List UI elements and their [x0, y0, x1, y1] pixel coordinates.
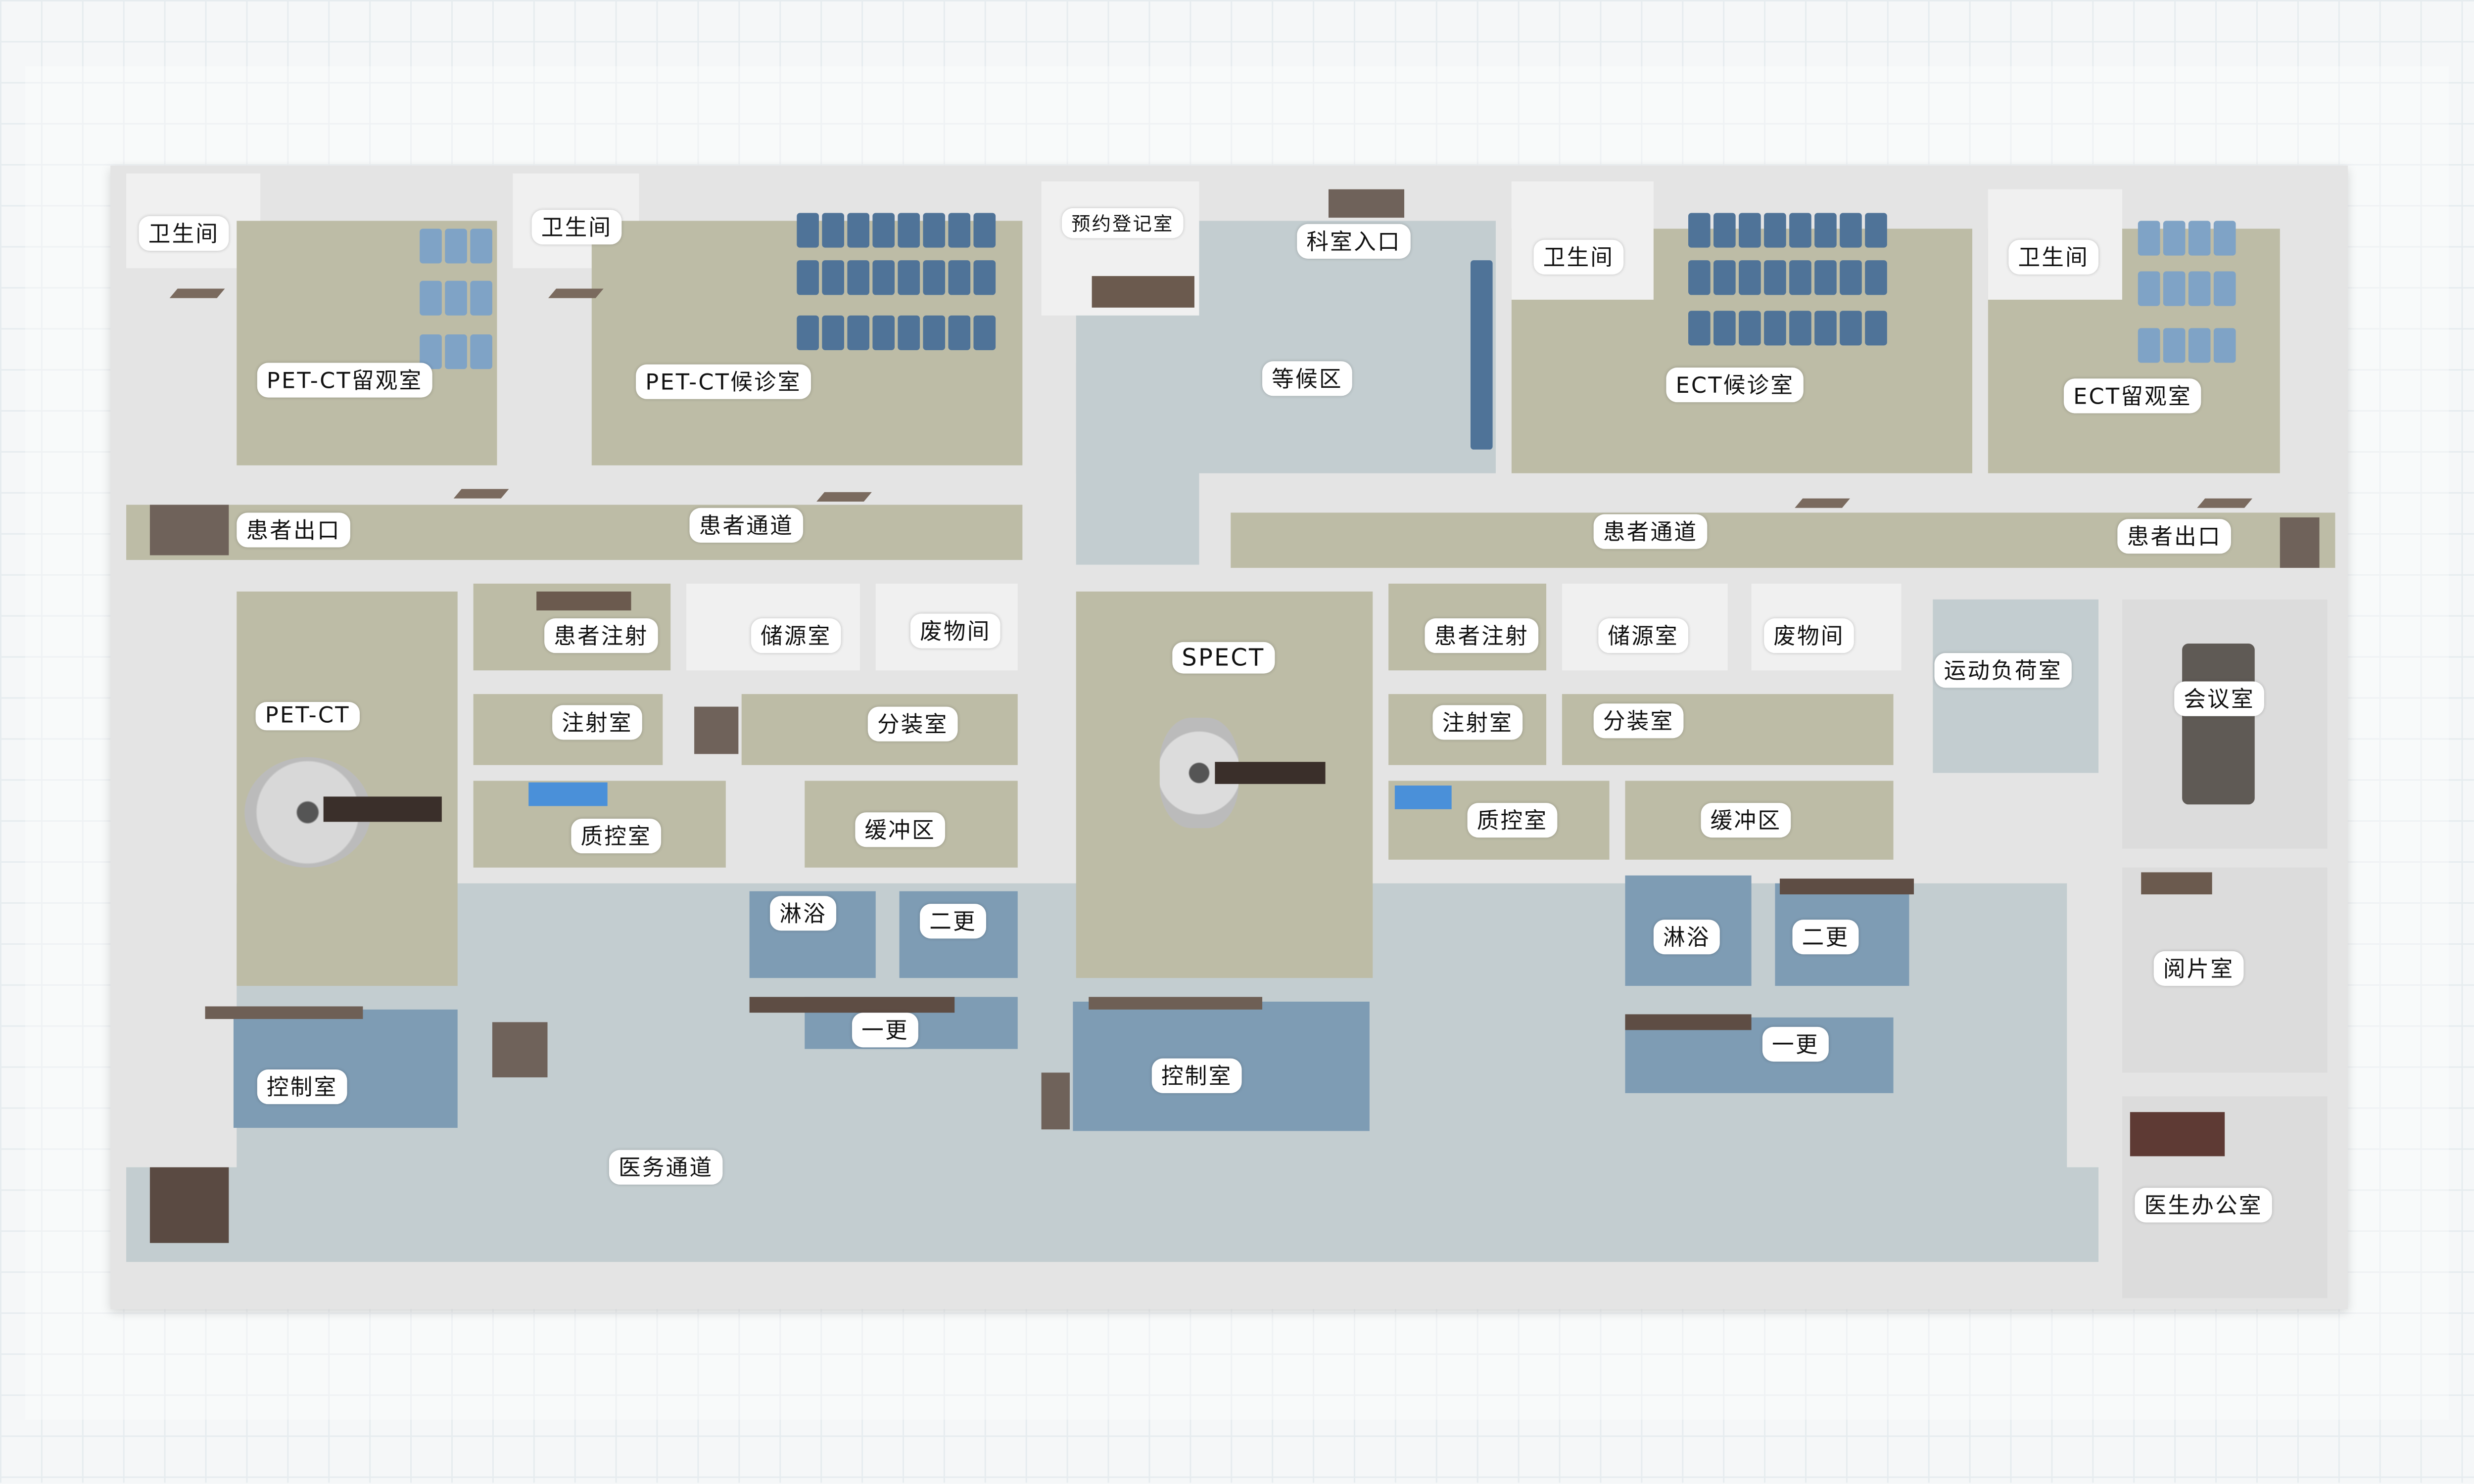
label-wc2: 卫生间 — [531, 210, 622, 245]
label-dept-entrance: 科室入口 — [1297, 224, 1411, 259]
label-buffer1: 缓冲区 — [855, 812, 946, 847]
label-petct-wait: PET-CT候诊室 — [636, 364, 811, 399]
label-shower1: 淋浴 — [770, 896, 837, 931]
observation-chairs — [420, 229, 492, 264]
control-console — [1089, 997, 1263, 1010]
meeting-table — [2182, 644, 2255, 805]
label-meeting: 会议室 — [2174, 681, 2264, 716]
door[interactable] — [453, 489, 509, 499]
label-injection1: 注射室 — [552, 705, 642, 740]
door[interactable] — [1041, 1072, 1070, 1130]
label-waste1: 废物间 — [910, 613, 1000, 649]
label-wc1: 卫生间 — [139, 216, 229, 251]
medical-corridor-floor-bottom — [126, 1167, 2099, 1262]
waiting-chairs — [1688, 213, 1887, 248]
label-reading: 阅片室 — [2153, 951, 2244, 986]
door[interactable] — [2197, 498, 2253, 508]
control-console — [205, 1006, 363, 1019]
label-change2-2: 二更 — [1792, 920, 1859, 955]
label-wc4: 卫生间 — [2008, 239, 2099, 275]
label-change1-1: 一更 — [852, 1013, 918, 1048]
locker — [1779, 879, 1914, 895]
label-petct-obs: PET-CT留观室 — [257, 363, 432, 398]
label-ect-wait: ECT候诊室 — [1666, 367, 1804, 403]
label-spect: SPECT — [1172, 642, 1275, 674]
cabinet — [149, 1167, 229, 1243]
waiting-chairs — [797, 213, 996, 248]
injection-counter — [536, 591, 631, 611]
label-dispense2: 分装室 — [1593, 703, 1684, 739]
room-control1 — [233, 1009, 458, 1128]
label-doctor-office: 医生办公室 — [2135, 1188, 2272, 1223]
room-waiting-area-ext — [1076, 363, 1199, 565]
label-patient-corridor-left: 患者通道 — [689, 508, 804, 543]
observation-chairs — [2138, 328, 2236, 363]
label-medical-corridor: 医务通道 — [609, 1150, 723, 1185]
label-buffer2: 缓冲区 — [1701, 803, 1791, 838]
door[interactable] — [169, 288, 225, 298]
label-waste2: 废物间 — [1764, 618, 1854, 653]
door[interactable] — [1795, 498, 1850, 508]
label-inject-patient2: 患者注射 — [1425, 618, 1539, 653]
exit-door[interactable] — [149, 505, 229, 556]
observation-chairs — [420, 280, 492, 316]
label-qc1: 质控室 — [571, 818, 662, 854]
label-change1-2: 一更 — [1762, 1026, 1829, 1062]
label-patient-exit-left: 患者出口 — [237, 512, 350, 548]
waiting-chairs — [797, 315, 996, 350]
scanner-bed — [323, 796, 442, 822]
waiting-chairs — [1688, 311, 1887, 346]
locker — [749, 997, 955, 1013]
label-patient-corridor-right: 患者通道 — [1593, 514, 1708, 549]
door[interactable] — [492, 1022, 548, 1077]
label-ect-obs: ECT留观室 — [2063, 378, 2201, 414]
label-qc2: 质控室 — [1467, 803, 1558, 838]
label-waiting-area: 等候区 — [1262, 361, 1352, 396]
door[interactable] — [548, 288, 604, 298]
qc-bench — [528, 782, 608, 806]
observation-chairs — [2138, 271, 2236, 306]
exit-door[interactable] — [2280, 517, 2320, 568]
office-desk — [2130, 1112, 2225, 1157]
entrance-door[interactable] — [1328, 189, 1405, 218]
label-wc3: 卫生间 — [1533, 239, 1624, 275]
observation-chairs — [2138, 221, 2236, 256]
label-dispense1: 分装室 — [867, 706, 958, 742]
label-source-store1: 储源室 — [751, 618, 841, 653]
label-registration: 预约登记室 — [1062, 208, 1184, 238]
label-injection2: 注射室 — [1432, 705, 1523, 740]
label-petct: PET-CT — [255, 702, 360, 731]
label-patient-exit-right: 患者出口 — [2117, 519, 2231, 554]
label-change2-1: 二更 — [920, 904, 986, 939]
label-control2: 控制室 — [1151, 1058, 1242, 1093]
registration-desk — [1092, 276, 1194, 308]
door[interactable] — [694, 706, 739, 754]
reading-desk — [2141, 872, 2212, 895]
observation-chairs — [420, 334, 492, 370]
locker — [1625, 1014, 1752, 1030]
qc-bench — [1394, 786, 1452, 809]
label-inject-patient1: 患者注射 — [544, 618, 658, 653]
label-stress: 运动负荷室 — [1934, 653, 2072, 688]
label-shower2: 淋浴 — [1653, 920, 1720, 955]
door[interactable] — [816, 492, 872, 502]
scanner-bed — [1215, 762, 1326, 784]
label-control1: 控制室 — [257, 1069, 347, 1105]
waiting-chairs — [797, 260, 996, 295]
label-source-store2: 储源室 — [1598, 618, 1689, 653]
waiting-chairs — [1688, 260, 1887, 295]
room-change1-2 — [1625, 1017, 1894, 1093]
bench-chairs — [1470, 260, 1493, 450]
